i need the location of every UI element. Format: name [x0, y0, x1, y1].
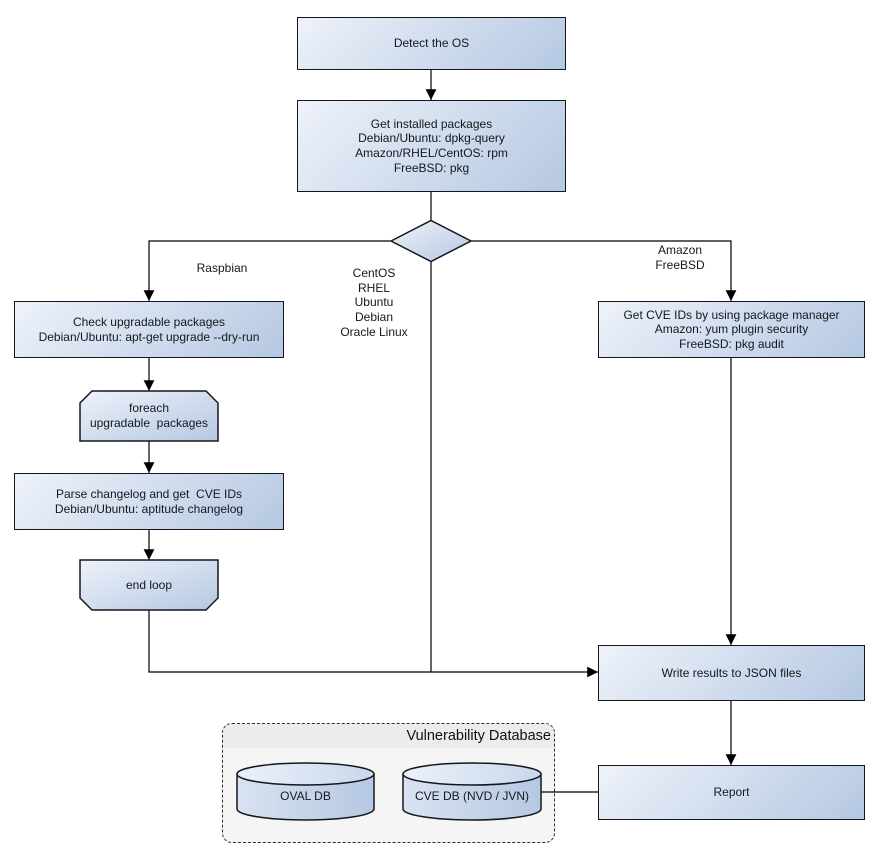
node-write-results-json: Write results to JSON files: [598, 645, 865, 701]
connector-endloop-to-write-results: [148, 610, 598, 678]
text-line: Check upgradable packages: [72, 314, 226, 329]
node-check-upgradable-packages: Check upgradable packages Debian/Ubuntu:…: [14, 301, 284, 358]
node-get-cve-ids: Get CVE IDs by using package manager Ama…: [598, 301, 865, 358]
text-line: CentOS: [352, 266, 396, 280]
text-line: Write results to JSON files: [661, 665, 802, 680]
oval-db-label: OVAL DB: [237, 774, 374, 818]
node-detect-os: Detect the OS: [297, 17, 566, 70]
decision-diamond: [389, 219, 473, 263]
text-line: FreeBSD: [655, 257, 705, 272]
text-line: Debian/Ubuntu: aptitude changelog: [54, 501, 244, 516]
text-line: Detect the OS: [393, 36, 470, 51]
node-end-loop: end loop: [80, 560, 218, 610]
text-line: foreach: [128, 401, 170, 416]
text-line: Amazon/RHEL/CentOS: rpm: [355, 146, 508, 160]
text-line: Parse changelog and get CVE IDs: [55, 486, 243, 501]
text-line: Debian/Ubuntu: dpkg-query: [358, 131, 505, 146]
text-line: upgradable packages: [89, 416, 209, 430]
text-line: Debian/Ubuntu: apt-get upgrade --dry-run: [38, 329, 260, 344]
text-line: RHEL: [357, 280, 390, 295]
text-line: Oracle Linux: [340, 324, 408, 339]
end-loop-shape: [79, 559, 219, 611]
text-line: Debian: [354, 310, 394, 325]
connector-decision-to-get-cve: [471, 240, 737, 301]
node-get-installed-packages: Get installed packages Debian/Ubuntu: dp…: [297, 100, 566, 192]
branch-label-middle-os-list: CentOS RHEL Ubuntu Debian Oracle Linux: [314, 266, 434, 340]
text-line: Amazon: [657, 243, 703, 257]
cve-db-cylinder-icon: [402, 762, 542, 821]
foreach-loop-shape: [79, 390, 219, 442]
oval-db-cylinder-icon: [236, 762, 375, 821]
branch-label-raspbian: Raspbian: [172, 261, 272, 276]
text-line: Amazon: yum plugin security: [654, 322, 809, 337]
text-line: FreeBSD: pkg audit: [679, 336, 784, 351]
text-line: Get installed packages: [370, 116, 493, 131]
node-report: Report: [598, 765, 865, 820]
branch-label-amazon-freebsd: Amazon FreeBSD: [630, 243, 730, 272]
text-line: Raspbian: [196, 261, 248, 275]
node-foreach-upgradable-packages: foreach upgradable packages: [80, 391, 218, 441]
connector-decision-to-check-upgradable: [143, 240, 391, 301]
text-line: Ubuntu: [354, 295, 394, 310]
text-line: CVE DB (NVD / JVN): [414, 788, 529, 803]
text-line: FreeBSD: pkg: [393, 160, 470, 175]
text-line: Report: [713, 785, 750, 800]
node-parse-changelog: Parse changelog and get CVE IDs Debian/U…: [14, 473, 284, 530]
vulnerability-database-title: Vulnerability Database: [223, 724, 554, 748]
cve-db-label: CVE DB (NVD / JVN): [403, 774, 541, 818]
text-line: Get CVE IDs by using package manager: [623, 307, 840, 322]
text-line: OVAL DB: [280, 788, 331, 803]
text-line: end loop: [125, 577, 173, 592]
